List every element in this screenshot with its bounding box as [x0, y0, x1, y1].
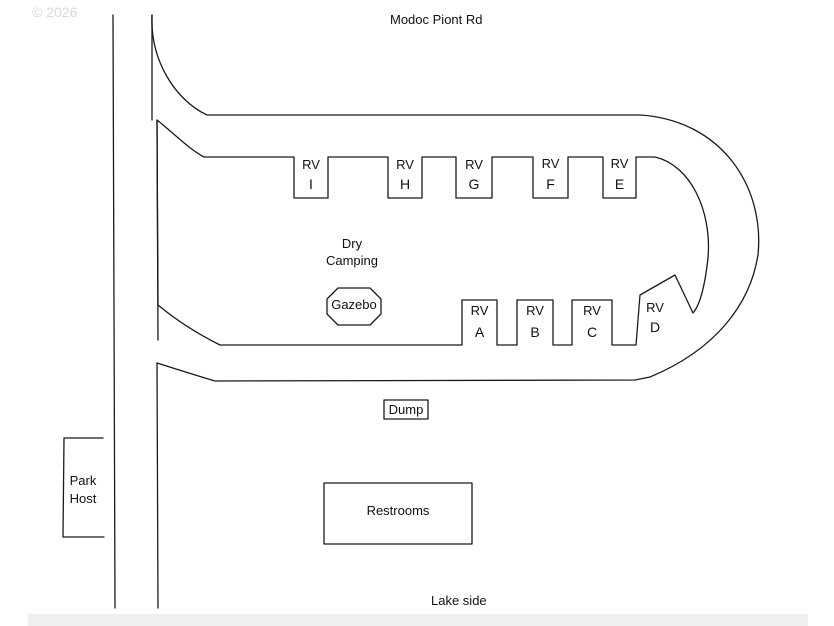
rv-site-e-letter: E [614, 176, 625, 192]
rv-site-g-letter: G [468, 176, 480, 192]
rv-site-g-label: RV [465, 157, 483, 172]
dump-box [383, 399, 429, 420]
rv-site-e: RV E [603, 156, 636, 192]
rv-site-d-label: RV [646, 300, 664, 315]
rv-site-d-letter: D [649, 319, 661, 335]
rv-site-f-letter: F [546, 176, 555, 192]
top-road-label: Modoc Piont Rd [390, 12, 483, 27]
rv-site-g: RV G [456, 157, 492, 192]
copyright-watermark: © 2026 [32, 4, 78, 20]
rv-site-i: RV I [294, 157, 328, 192]
rv-site-e-label: RV [610, 156, 629, 171]
rv-site-b-letter: B [530, 324, 540, 340]
rv-site-h-letter: H [399, 176, 411, 192]
lake-side-label: Lake side [431, 593, 487, 608]
rv-site-b-label: RV [526, 303, 544, 318]
rv-site-f-label: RV [541, 156, 560, 171]
rv-site-f: RV F [533, 156, 568, 192]
rv-site-i-letter: I [309, 176, 313, 192]
camping-island-boundary [156, 119, 710, 346]
rv-site-c-label: RV [583, 303, 601, 318]
park-host-box [62, 437, 105, 538]
rv-site-h: RV H [388, 157, 422, 192]
bottom-scan-strip [28, 614, 808, 626]
rv-site-a-label: RV [470, 303, 489, 318]
rv-site-c: RV C [572, 303, 612, 340]
gazebo-shape [326, 287, 382, 326]
rv-site-d: RV D [640, 300, 670, 335]
park-host-label: Park Host [62, 473, 104, 507]
dump-label: Dump [388, 402, 424, 417]
rv-site-a-letter: A [474, 324, 485, 340]
rv-site-b: RV B [517, 303, 553, 340]
rv-site-h-label: RV [396, 157, 414, 172]
dry-camping-label: Dry Camping [322, 236, 382, 269]
park-host-line1: Park [69, 473, 97, 488]
loop-road-outer [151, 14, 760, 382]
rv-site-i-label: RV [302, 157, 320, 172]
dry-camping-line2: Camping [325, 253, 379, 268]
park-host-line2: Host [69, 491, 97, 506]
gazebo-label: Gazebo [331, 297, 377, 312]
rv-site-c-letter: C [586, 324, 598, 340]
restrooms-label: Restrooms [366, 503, 430, 518]
main-road-right-edge-lower [156, 362, 159, 609]
dry-camping-line1: Dry [341, 236, 363, 251]
restrooms-box [323, 482, 473, 545]
rv-site-a: RV A [462, 303, 497, 340]
main-road-left-edge [112, 14, 116, 609]
